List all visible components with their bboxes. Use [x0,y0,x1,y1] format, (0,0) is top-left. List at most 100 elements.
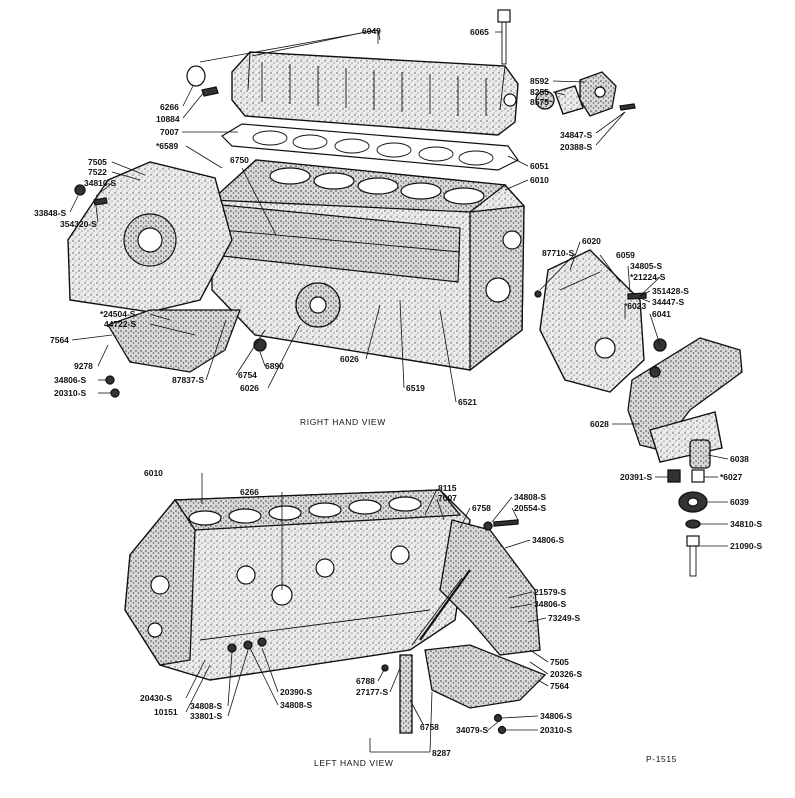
label-7564-left: 7564 [550,681,569,691]
label-20310-b: 20310-S [540,725,572,735]
nut-20391 [667,469,681,483]
label-8592: 8592 [530,76,549,86]
support-insulator [689,439,711,469]
label-351428: 351428-S [652,286,689,296]
dowel-87710 [534,290,542,298]
label-34847: 34847-S [560,130,592,140]
bolt-20554 [493,519,519,527]
label-6028: 6028 [590,419,609,429]
label-34808-c: 34808-S [280,700,312,710]
dipstick-8287 [399,654,413,734]
bolt-34805 [627,292,647,300]
label-6027: *6027 [720,472,742,482]
label-6051: 6051 [530,161,549,171]
label-21579: 21579-S [534,587,566,597]
flywheel-housing-cover-left [424,644,547,709]
part-labels: 6049 6065 6266 10884 7007 *6589 7505 752… [34,26,762,758]
label-6059: 6059 [616,250,635,260]
water-pump-group [535,71,636,117]
label-34808: 34808-S [514,492,546,502]
label-34810-b: 34810-S [730,519,762,529]
label-6788: 6788 [356,676,375,686]
label-24504: *24504-S [100,309,136,319]
label-8287: 8287 [432,748,451,758]
label-20326: 20326-S [550,669,582,679]
label-20391: 20391-S [620,472,652,482]
label-34808-b: 34808-S [190,701,222,711]
label-34447: 34447-S [652,297,684,307]
label-6890: 6890 [265,361,284,371]
label-10884: 10884 [156,114,180,124]
label-6750: 6750 [230,155,249,165]
cylinder-front-cover [539,249,645,393]
label-33848: 33848-S [34,208,66,218]
label-20390: 20390-S [280,687,312,697]
label-21224: *21224-S [630,272,666,282]
label-34805: 34805-S [630,261,662,271]
label-87837: 87837-S [172,375,204,385]
label-7564: 7564 [50,335,69,345]
label-7007-left: 7007 [438,493,457,503]
label-6010-left: 6010 [144,468,163,478]
label-7505-left: 7505 [550,657,569,667]
left-hand-view [124,489,547,735]
cylinder-block-right [210,159,525,372]
label-6266-left: 6266 [240,487,259,497]
cylinder-head [231,51,519,136]
label-10151: 10151 [154,707,178,717]
bolt-21090 [686,535,700,577]
front-engine-support [627,337,743,463]
label-6754: 6754 [238,370,257,380]
flywheel-housing-right [67,161,233,313]
label-9278: 9278 [74,361,93,371]
right-hand-view-caption: RIGHT HAND VIEW [300,417,386,427]
label-6026-b: 6026 [340,354,359,364]
label-8255: 8255 [530,87,549,97]
plate-number: P-1515 [646,754,677,764]
label-21090: 21090-S [730,541,762,551]
leader-lines [69,29,729,753]
label-34806-d: 34806-S [540,711,572,721]
label-20310: 20310-S [54,388,86,398]
label-6039: 6039 [730,497,749,507]
label-6026: 6026 [240,383,259,393]
label-27177: 27177-S [356,687,388,697]
label-8115: 8115 [438,483,457,493]
label-44722: 44722-S [104,319,136,329]
label-7007: 7007 [160,127,179,137]
label-6010-top: 6010 [530,175,549,185]
left-hand-view-caption: LEFT HAND VIEW [314,758,394,768]
bolt-34806-left [493,713,503,723]
bolt-34806 [105,375,115,385]
label-6038: 6038 [730,454,749,464]
label-7522: 7522 [88,167,107,177]
label-6589: *6589 [156,141,178,151]
label-6020: 6020 [582,236,601,246]
right-hand-view [67,9,743,577]
label-354320: 354320-S [60,219,97,229]
label-6758: 6758 [472,503,491,513]
label-6023: *6023 [624,301,646,311]
label-6065: 6065 [470,27,489,37]
spacer-6027 [691,469,705,483]
label-34806: 34806-S [54,375,86,385]
label-8575: 8575 [530,97,549,107]
label-6758-b: 6758 [420,722,439,732]
label-34079: 34079-S [456,725,488,735]
label-33801: 33801-S [190,711,222,721]
temperature-sender [201,86,219,97]
label-6266: 6266 [160,102,179,112]
bolt-34808 [483,521,493,531]
label-20388: 20388-S [560,142,592,152]
flywheel-housing-left [439,519,541,656]
expansion-plug [186,65,206,87]
label-6519: 6519 [406,383,425,393]
bolt-20310-left [497,725,507,735]
label-87710: 87710-S [542,248,574,258]
head-bolt [497,9,511,65]
cylinder-block-left [124,489,471,681]
label-20430: 20430-S [140,693,172,703]
label-34806-b: 34806-S [532,535,564,545]
label-6521: 6521 [458,397,477,407]
